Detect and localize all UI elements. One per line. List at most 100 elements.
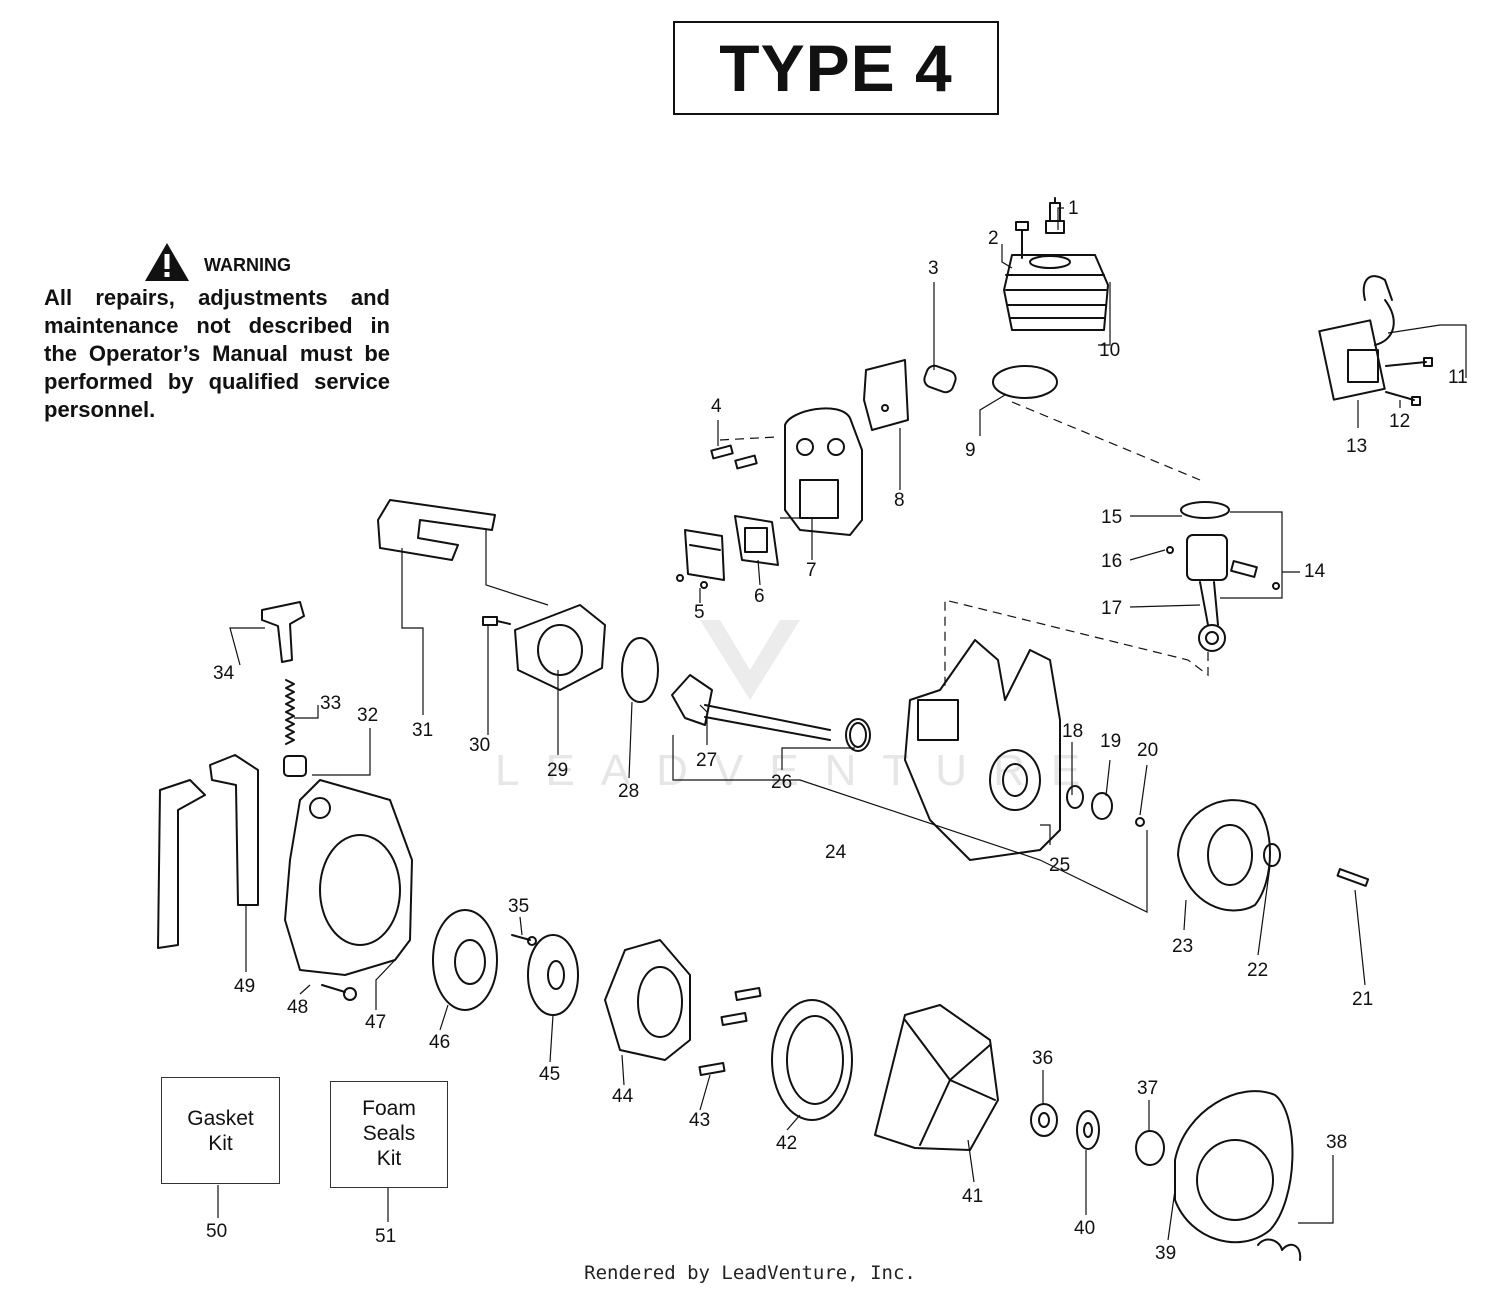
- part-crank-seal: [845, 718, 871, 752]
- leader-lines: [217, 207, 1467, 1241]
- callout-21: 21: [1352, 989, 1373, 1010]
- part-muffler-plate: [863, 359, 909, 431]
- part-housing-screw: [321, 984, 357, 1001]
- callout-15: 15: [1101, 507, 1122, 528]
- part-spark-plug: [1045, 197, 1065, 234]
- warning-triangle-icon: [145, 243, 189, 281]
- gasket-kit-label: Gasket Kit: [187, 1107, 254, 1155]
- part-washer: [527, 934, 579, 1016]
- callout-42: 42: [776, 1133, 797, 1154]
- part-crankcase: [904, 639, 1061, 861]
- part-intake-collar: [923, 364, 957, 394]
- footer-credit: Rendered by LeadVenture, Inc.: [584, 1262, 916, 1284]
- callout-27: 27: [696, 750, 717, 771]
- warning-text: All repairs, adjustments and maintenance…: [44, 285, 390, 422]
- callout-41: 41: [962, 1186, 983, 1207]
- callout-35: 35: [508, 896, 529, 917]
- part-pulley-screw: [511, 934, 537, 946]
- watermark: LEADVENTURE: [495, 620, 1106, 795]
- callout-40: 40: [1074, 1218, 1095, 1239]
- part-muffler: [784, 407, 863, 536]
- part-flywheel: [1177, 799, 1271, 912]
- part-muffler-screws: [710, 444, 758, 470]
- warning-header: WARNING: [144, 240, 390, 284]
- callout-7: 7: [806, 560, 817, 581]
- part-ignition-module: [1318, 275, 1433, 406]
- callout-32: 32: [357, 705, 378, 726]
- part-blower-cover: [1174, 1090, 1294, 1244]
- callout-22: 22: [1247, 960, 1268, 981]
- part-spark-screen: [676, 529, 725, 589]
- callout-49: 49: [234, 976, 255, 997]
- callout-50: 50: [206, 1221, 227, 1242]
- callout-14: 14: [1304, 561, 1326, 582]
- part-spring: [285, 679, 295, 745]
- callout-24: 24: [825, 842, 847, 863]
- callout-20: 20: [1137, 740, 1158, 761]
- foam-seals-kit-label: Foam Seals Kit: [362, 1097, 416, 1170]
- callout-16: 16: [1101, 551, 1122, 572]
- callout-1: 1: [1068, 198, 1079, 219]
- callout-28: 28: [618, 781, 639, 802]
- part-spacer: [1135, 1130, 1165, 1166]
- part-fan-housing: [284, 779, 413, 976]
- callout-23: 23: [1172, 936, 1193, 957]
- callout-18: 18: [1062, 721, 1083, 742]
- warning-label: WARNING: [204, 254, 291, 275]
- callout-33: 33: [320, 693, 341, 714]
- part-impeller: [874, 1004, 999, 1151]
- part-cylinder-bolt: [1015, 221, 1029, 259]
- part-starter-pulley: [432, 909, 498, 1011]
- callout-38: 38: [1326, 1132, 1347, 1153]
- callout-2: 2: [988, 228, 999, 249]
- callout-13: 13: [1346, 436, 1367, 457]
- part-fan-cover: [771, 999, 853, 1121]
- callout-19: 19: [1100, 731, 1121, 752]
- part-crankshaft: [671, 674, 867, 748]
- callout-4: 4: [711, 396, 722, 417]
- watermark-logo-icon: [700, 620, 800, 700]
- callout-5: 5: [694, 602, 705, 623]
- callout-9: 9: [965, 440, 976, 461]
- callout-37: 37: [1137, 1078, 1158, 1099]
- part-pin: [1336, 868, 1370, 887]
- part-cylinder: [1003, 254, 1109, 331]
- callout-8: 8: [894, 490, 905, 511]
- callout-17: 17: [1101, 598, 1122, 619]
- callout-43: 43: [689, 1110, 710, 1131]
- callout-39: 39: [1155, 1243, 1176, 1264]
- part-starter-housing: [604, 939, 691, 1061]
- part-choke-base: [283, 755, 307, 777]
- part-flywheel-washer: [1263, 843, 1281, 867]
- part-seals: [1066, 785, 1145, 827]
- callout-10: 10: [1099, 340, 1120, 361]
- warning-block: WARNING All repairs, adjustments and mai…: [44, 240, 390, 424]
- part-intake-housing: [514, 604, 606, 691]
- callout-47: 47: [365, 1012, 386, 1033]
- part-foam-seal: [377, 499, 496, 561]
- callout-34: 34: [213, 663, 235, 684]
- callout-36: 36: [1032, 1048, 1053, 1069]
- part-o-ring: [621, 637, 659, 703]
- part-foam-blocks: [157, 754, 259, 949]
- gasket-kit-box: Gasket Kit: [161, 1077, 280, 1184]
- callout-25: 25: [1049, 855, 1070, 876]
- callout-48: 48: [287, 997, 308, 1018]
- callout-26: 26: [771, 772, 792, 793]
- callout-12: 12: [1389, 411, 1410, 432]
- part-choke-knob: [261, 601, 305, 663]
- callout-labels: 1 2 3 4 5 6 7 8 9 10 11 12 13 14 15 16 1…: [206, 198, 1468, 1264]
- part-cylinder-gasket: [992, 365, 1058, 399]
- watermark-text: LEADVENTURE: [495, 746, 1106, 795]
- part-cover-spring: [1257, 1238, 1302, 1261]
- type-label-box: TYPE 4: [673, 21, 999, 115]
- part-nut: [1030, 1103, 1058, 1137]
- foam-seals-kit-box: Foam Seals Kit: [330, 1081, 448, 1188]
- part-washer-2: [1076, 1110, 1100, 1150]
- type-label: TYPE 4: [719, 31, 953, 105]
- callout-31: 31: [412, 720, 433, 741]
- callout-51: 51: [375, 1226, 396, 1247]
- callout-6: 6: [754, 586, 765, 607]
- part-intake-screw: [482, 616, 511, 626]
